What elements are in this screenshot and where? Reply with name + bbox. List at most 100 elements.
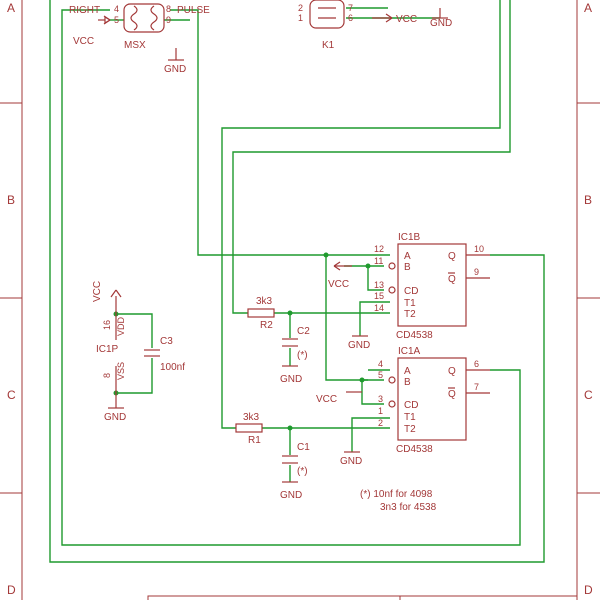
wire-ic1b-t1 xyxy=(359,301,390,336)
wire-k1-r1 xyxy=(221,0,501,429)
frame-label-right-d: D xyxy=(584,583,593,597)
ic1a-pin-1: 1 xyxy=(378,406,383,416)
c3-value: 100nf xyxy=(160,362,185,373)
ic1a-in-b: B xyxy=(404,377,411,388)
msx-name: MSX xyxy=(124,40,146,51)
value-note: (*) 10nf for 4098 3n3 for 4538 xyxy=(360,489,437,513)
wire-c3-top xyxy=(116,313,153,348)
ic1a[interactable]: IC1A CD4538 A B CD T1 T2 Q Q 4 5 3 1 2 6… xyxy=(316,346,490,467)
msx-gnd-label: GND xyxy=(164,64,186,75)
note-line-2: 3n3 for 4538 xyxy=(380,502,437,513)
k1-gnd-label: GND xyxy=(430,18,452,29)
ic1a-in-t2: T2 xyxy=(404,424,416,435)
resistor-r1[interactable]: 3k3 R1 xyxy=(235,412,263,446)
capacitor-c1[interactable]: C1 (*) GND xyxy=(280,442,310,501)
r2-name: R2 xyxy=(260,320,273,331)
wire-msx-right xyxy=(61,9,521,546)
ic1b-out-qn: Q xyxy=(448,274,456,285)
ic1p-vcc-label: VCC xyxy=(92,281,103,302)
wire-ic1a-t1 xyxy=(351,417,390,452)
frame-label-left-b: B xyxy=(7,193,15,207)
msx-pin-4: 4 xyxy=(114,4,119,14)
wire-c3-bottom xyxy=(116,358,153,394)
frame-label-left-d: D xyxy=(7,583,16,597)
ic1p-name: IC1P xyxy=(96,344,119,355)
c1-gnd-label: GND xyxy=(280,490,302,501)
c3-name: C3 xyxy=(160,336,173,347)
r1-name: R1 xyxy=(248,435,261,446)
msx-pin-8: 8 xyxy=(166,4,171,14)
k1-vcc-label: VCC xyxy=(396,14,417,25)
ic1b-pin-14: 14 xyxy=(374,303,384,313)
ic1b-pin-12: 12 xyxy=(374,244,384,254)
ic1a-pin-3: 3 xyxy=(378,394,383,404)
ic1b[interactable]: IC1B CD4538 A B CD T1 T2 Q Q 12 11 13 15… xyxy=(328,232,490,351)
ic1p-vdd: VDD xyxy=(116,316,126,336)
c2-gnd-label: GND xyxy=(280,374,302,385)
r1-value: 3k3 xyxy=(243,412,260,423)
ic1b-vcc-arrow-icon xyxy=(333,261,352,271)
k1-pin-2: 2 xyxy=(298,3,303,13)
wire-msx-pulse xyxy=(170,9,390,256)
k1-pin-6: 6 xyxy=(348,13,353,23)
wire-ic1b-b-cd xyxy=(367,265,384,291)
wires xyxy=(49,0,545,563)
capacitor-c3[interactable]: C3 100nf xyxy=(144,336,185,373)
ic1b-pin-9: 9 xyxy=(474,267,479,277)
ic1b-out-q: Q xyxy=(448,251,456,262)
k1-gnd-icon xyxy=(432,8,448,19)
ic1b-in-cd: CD xyxy=(404,286,418,297)
ic1a-pin-6: 6 xyxy=(474,359,479,369)
msx-connector[interactable]: RIGHT 4 5 8 9 PULSE MSX VCC GND xyxy=(69,3,210,75)
msx-pin-9: 9 xyxy=(166,15,171,25)
ic1a-pin-7: 7 xyxy=(474,382,479,392)
junctions xyxy=(113,252,371,431)
k1-vcc-arrow-icon xyxy=(372,13,393,23)
wire-a-shared xyxy=(325,255,368,381)
frame-label-left-c: C xyxy=(7,388,16,402)
msx-gnd-icon xyxy=(168,48,184,61)
c1-name: C1 xyxy=(297,442,310,453)
ic1a-gnd-label: GND xyxy=(340,456,362,467)
msx-label-pulse: PULSE xyxy=(177,5,210,16)
k1-name: K1 xyxy=(322,40,335,51)
frame-label-right-b: B xyxy=(584,193,592,207)
c2-name: C2 xyxy=(297,326,310,337)
c2-value: (*) xyxy=(297,350,308,361)
ic1a-pin-4: 4 xyxy=(378,359,383,369)
resistor-r2[interactable]: 3k3 R2 xyxy=(247,296,275,331)
ic1b-in-a: A xyxy=(404,251,411,262)
ic1p-pin-16: 16 xyxy=(102,320,112,330)
note-line-1: (*) 10nf for 4098 xyxy=(360,489,433,500)
ic1a-in-t1: T1 xyxy=(404,412,416,423)
ic1a-type: CD4538 xyxy=(396,444,433,455)
wire-k1-r2 xyxy=(232,0,511,314)
ic1b-type: CD4538 xyxy=(396,330,433,341)
ic1p-power[interactable]: VCC 16 VDD IC1P 8 VSS GND xyxy=(92,281,126,423)
capacitor-c2[interactable]: C2 (*) GND xyxy=(280,326,310,385)
ic1p-gnd-label: GND xyxy=(104,412,126,423)
msx-vcc-label: VCC xyxy=(73,36,94,47)
ic1a-out-q: Q xyxy=(448,366,456,377)
ic1a-pin-5: 5 xyxy=(378,370,383,380)
wire-ic1b-q-loop xyxy=(49,0,545,563)
ic1b-pin-10: 10 xyxy=(474,244,484,254)
ic1a-vcc-label: VCC xyxy=(316,394,337,405)
ic1a-out-qn: Q xyxy=(448,389,456,400)
ic1b-gnd-label: GND xyxy=(348,340,370,351)
r2-value: 3k3 xyxy=(256,296,273,307)
msx-vcc-arrow-icon xyxy=(98,15,111,25)
ic1a-pin-2: 2 xyxy=(378,418,383,428)
frame-label-right-a: A xyxy=(584,1,592,15)
k1-connector[interactable]: 2 1 7 6 K1 VCC GND xyxy=(298,0,452,51)
k1-pin-7: 7 xyxy=(348,3,353,13)
ic1b-in-t2: T2 xyxy=(404,309,416,320)
ic1a-name: IC1A xyxy=(398,346,421,357)
frame-label-right-c: C xyxy=(584,388,593,402)
ic1a-in-cd: CD xyxy=(404,400,418,411)
frame-label-left-a: A xyxy=(7,1,15,15)
ic1b-vcc-label: VCC xyxy=(328,279,349,290)
ic1p-vss: VSS xyxy=(116,362,126,380)
